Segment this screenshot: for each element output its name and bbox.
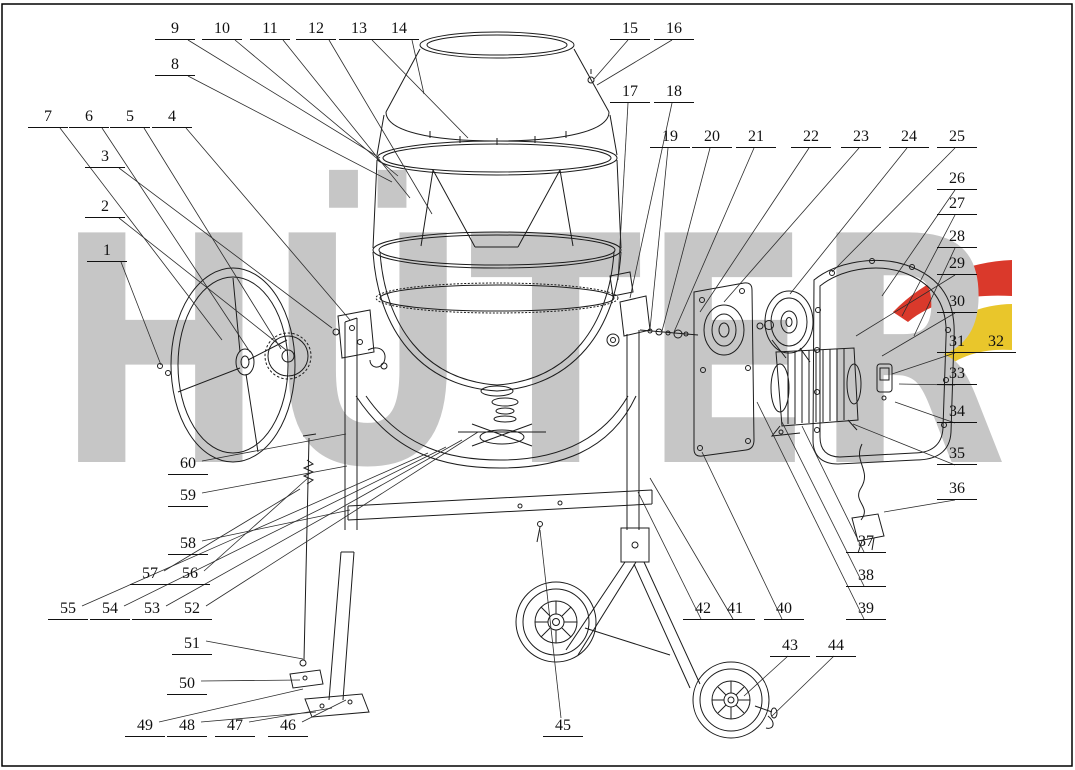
power-switch — [876, 363, 893, 393]
power-cord — [858, 443, 866, 521]
power-plug — [851, 513, 885, 542]
wheel-truck — [515, 527, 778, 739]
leader-lines — [59, 39, 956, 723]
motor-assembly — [639, 282, 862, 457]
hand-wheel — [157, 267, 312, 463]
page-border — [1, 3, 1073, 767]
drum-assembly — [355, 31, 637, 469]
motor-cover — [812, 258, 955, 554]
brand-watermark: HÜTER — [55, 167, 1007, 537]
stand-frame — [289, 271, 653, 718]
red-swoosh — [893, 260, 1012, 322]
